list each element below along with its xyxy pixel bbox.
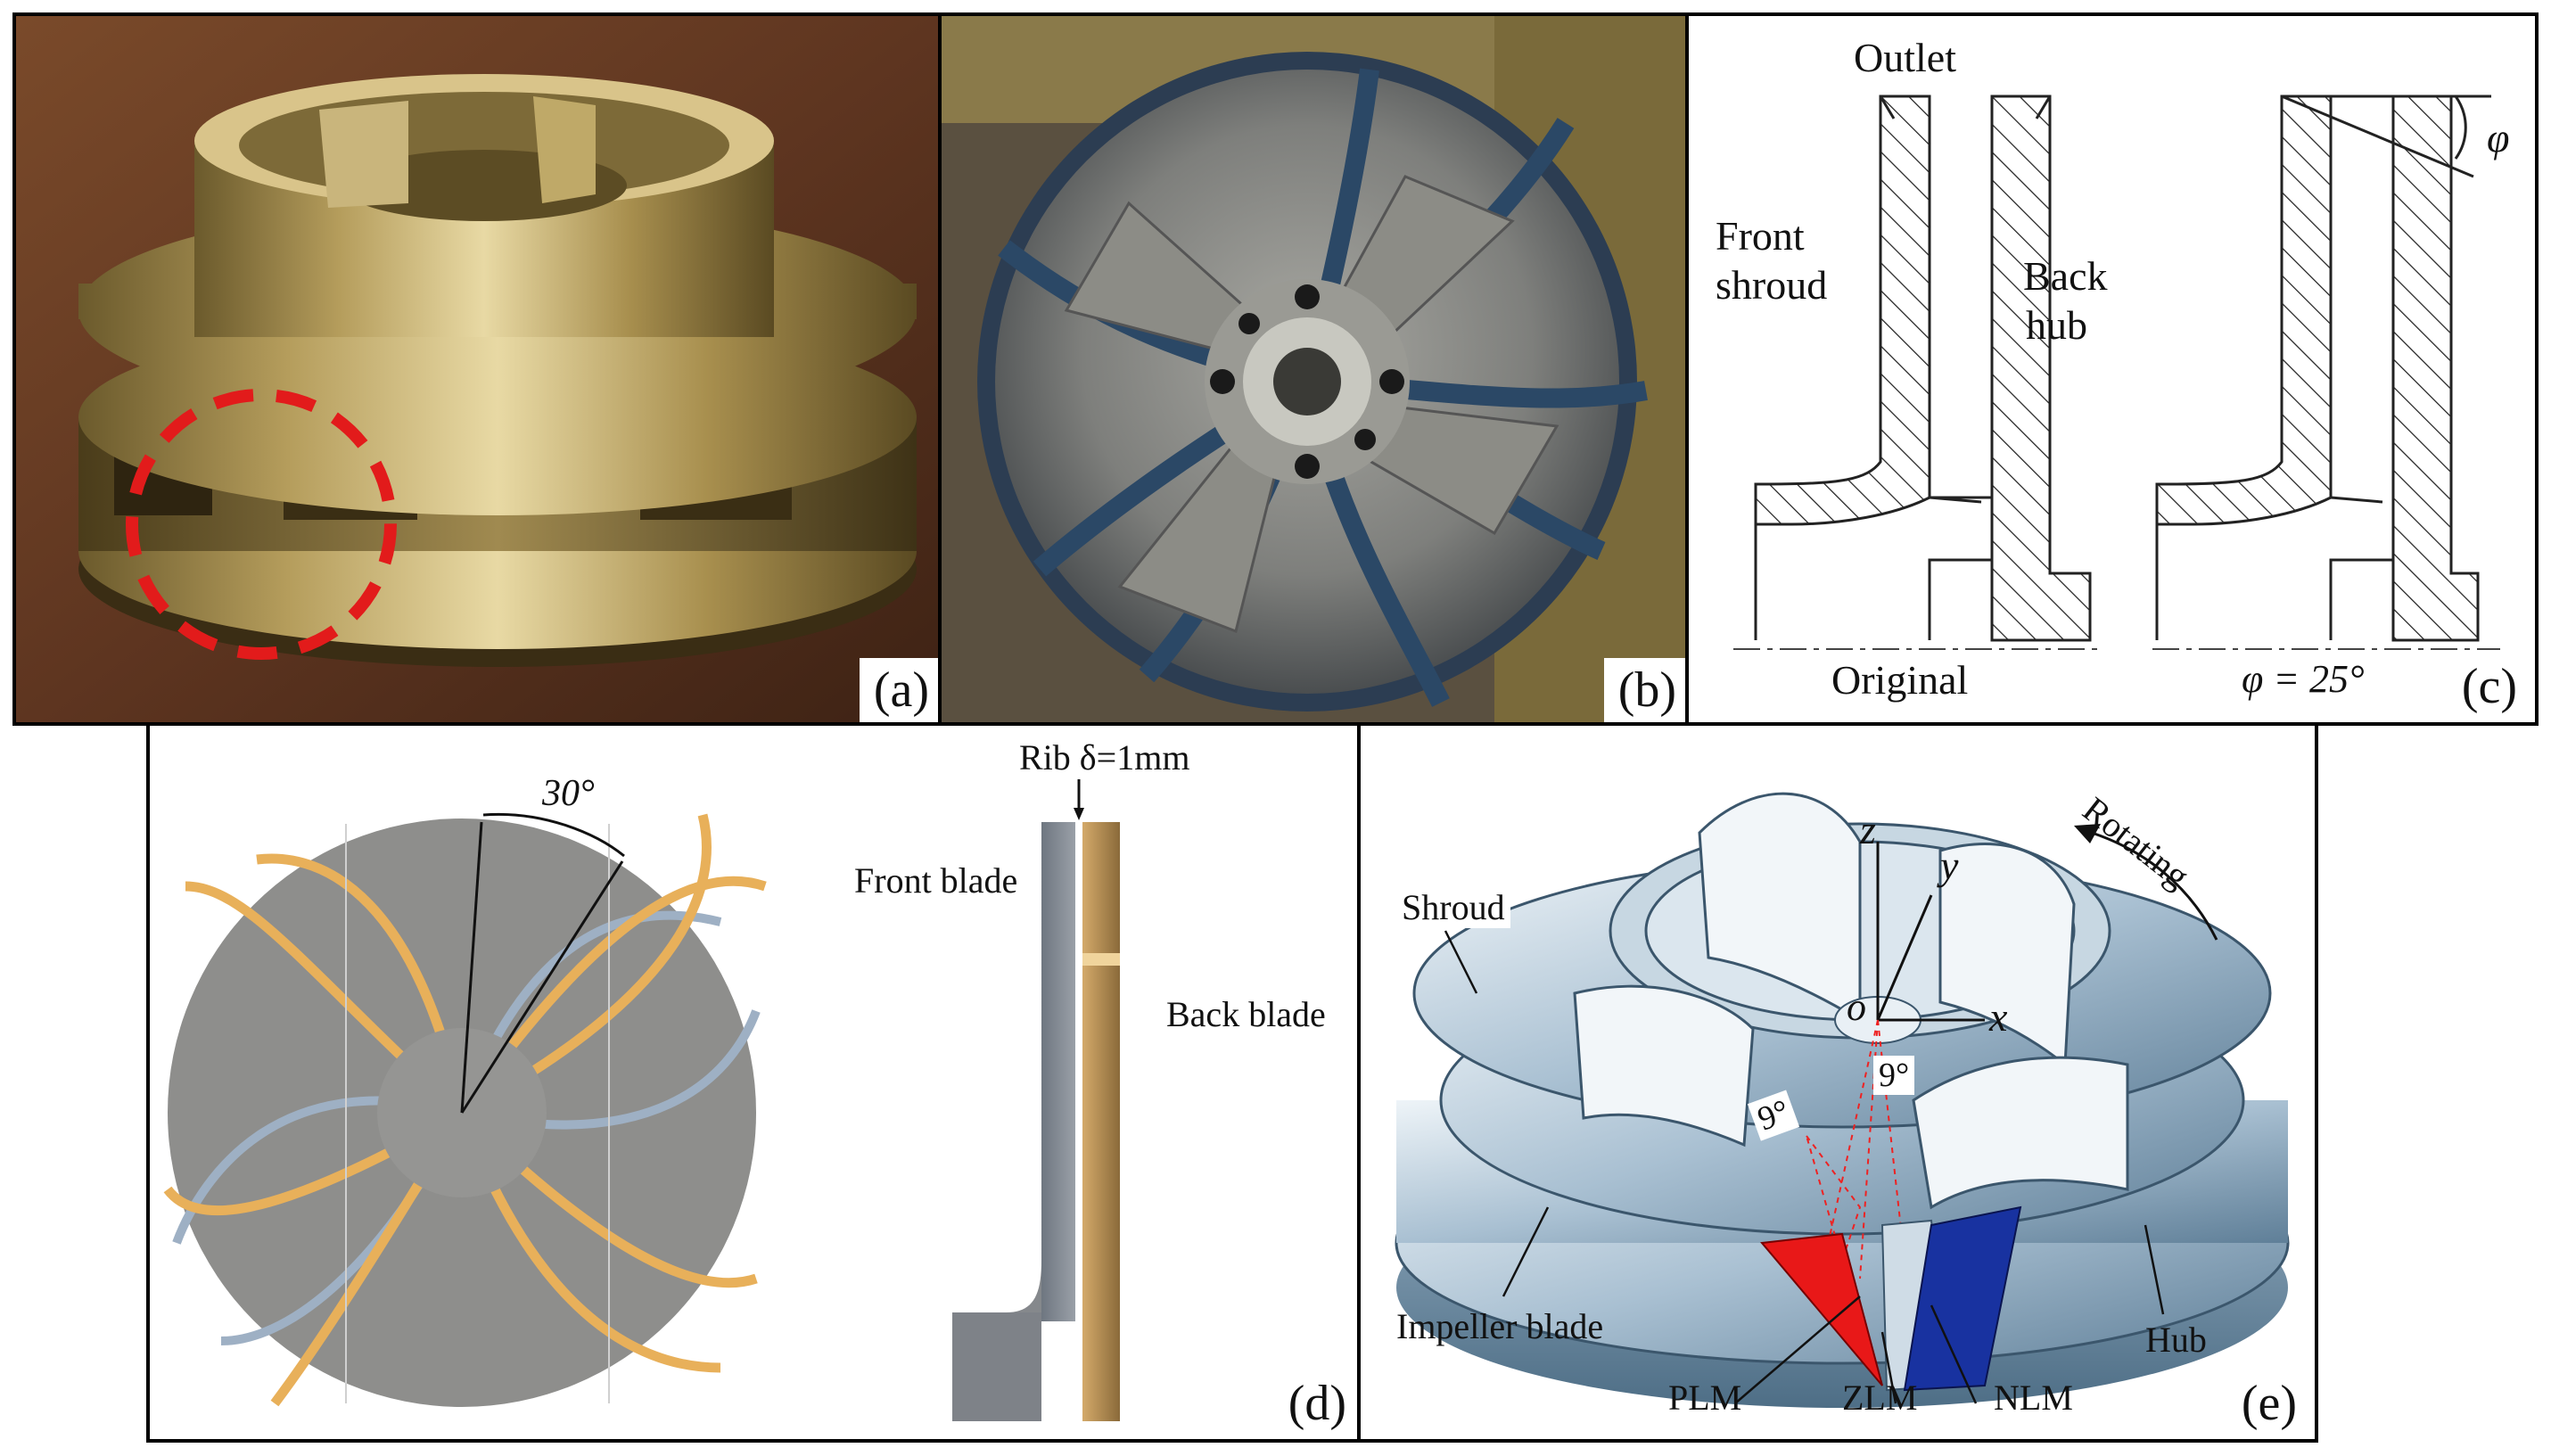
impeller-3d-model — [1395, 792, 2290, 1408]
impeller-blade-label: Impeller blade — [1396, 1306, 1604, 1346]
angle-30-label: 30° — [542, 773, 595, 814]
original-label: Original — [1831, 657, 1969, 703]
zlm-label: ZLM — [1842, 1378, 1918, 1418]
axis-x-label: x — [1989, 994, 2008, 1040]
nlm-surface — [1903, 1205, 2022, 1392]
plm-surface — [1760, 1232, 1883, 1386]
origin-o-label: o — [1847, 985, 1866, 1029]
shroud-label: Shroud — [1396, 886, 1510, 928]
rib-label: Rib δ=1mm — [1019, 737, 1190, 777]
panel-b-tag: (b) — [1603, 658, 1691, 722]
blade-layout-diagram — [163, 779, 1120, 1421]
axis-z-label: z — [1860, 807, 1876, 852]
meridional-section-drawing — [1733, 95, 2500, 650]
front-blade-label: Front blade — [854, 860, 1018, 901]
bronze-impeller-photo — [16, 16, 943, 722]
phi-symbol: φ — [2487, 115, 2510, 160]
panel-e-3d-model: Shroud Rotating z y x o 9° 9° Impeller b… — [1357, 722, 2318, 1443]
outlet-label: Outlet — [1854, 35, 1956, 80]
panel-c-drawing: Outlet Front shroud Back hub Original φ … — [1685, 12, 2539, 726]
steel-impeller-photo — [942, 16, 1691, 722]
panel-d-blades: 30° Rib δ=1mm Front blade Back blade (d) — [146, 722, 1368, 1443]
panel-a-photo: (a) — [12, 12, 947, 726]
angle-9-right: 9° — [1873, 1056, 1915, 1095]
plm-label: PLM — [1668, 1378, 1742, 1418]
nlm-label: NLM — [1994, 1378, 2073, 1418]
back-blade-label: Back blade — [1166, 994, 1326, 1034]
front-shroud-label-1: Front — [1716, 213, 1805, 259]
panel-b-photo: (b) — [938, 12, 1694, 726]
phi-value-label: φ = 25° — [2242, 657, 2365, 701]
panel-a-tag: (a) — [859, 658, 943, 722]
panel-c-tag: (c) — [2447, 654, 2531, 719]
hub-label: Hub — [2145, 1320, 2207, 1360]
back-hub-label-1: Back — [2023, 253, 2108, 299]
highlight-circle — [126, 389, 397, 660]
panel-e-tag: (e) — [2226, 1371, 2311, 1435]
back-hub-label-2: hub — [2026, 302, 2087, 348]
front-shroud-label-2: shroud — [1716, 262, 1828, 308]
panel-d-tag: (d) — [1273, 1371, 1361, 1435]
axis-y-label: y — [1940, 843, 1959, 888]
